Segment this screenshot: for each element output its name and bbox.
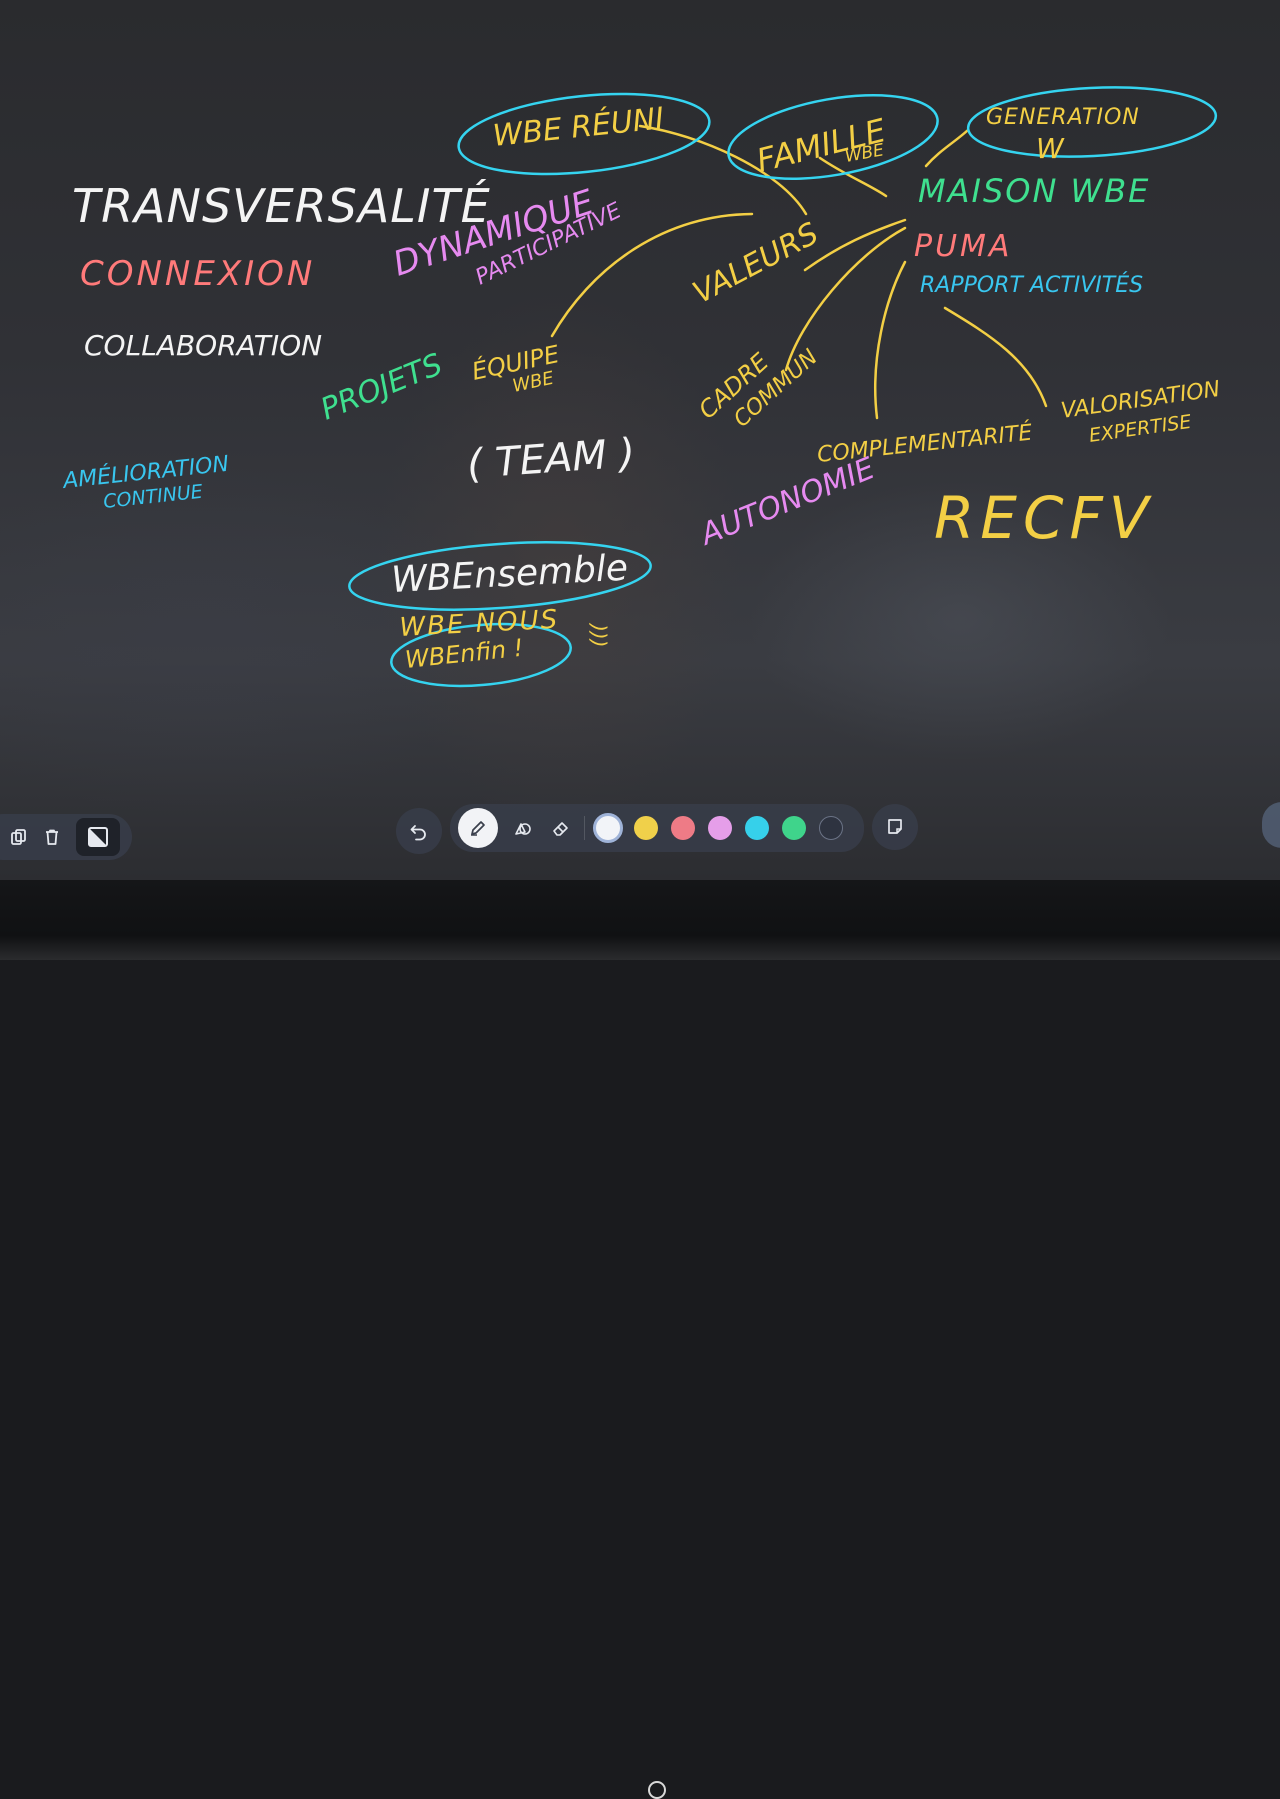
circle-famille (727, 94, 939, 180)
shapes-icon[interactable]: Shapes (504, 810, 542, 846)
connector-complementarite (874, 260, 907, 420)
pen-toolbar: Pen Shapes Eraser (450, 804, 864, 852)
eraser-icon[interactable]: Eraser (542, 810, 580, 846)
screen-bezel (0, 880, 1280, 1799)
color-swatch-green[interactable] (781, 816, 806, 840)
note-generation: GENERATION (986, 105, 1140, 130)
connector-valeurs (803, 218, 907, 272)
note-valeurs: VALEURS (687, 216, 824, 311)
connector-cadre (784, 226, 907, 372)
circle-generation (966, 86, 1218, 158)
note-puma: PUMA (914, 229, 1012, 264)
right-toolbar-edge[interactable] (1262, 802, 1280, 848)
circle-wbe-reuni (457, 92, 711, 176)
undo-toolbar (396, 808, 442, 854)
color-swatch-red[interactable] (670, 816, 695, 840)
note-generation-w: W (1036, 132, 1065, 165)
undo-icon[interactable] (401, 813, 437, 849)
note-smiley: ))) (587, 622, 611, 647)
note-maison-wbe: MAISON WBE (918, 172, 1150, 210)
sticky-toolbar (872, 804, 918, 850)
note-connexion: CONNEXION (80, 254, 315, 294)
note-autonomie: AUTONOMIE (694, 451, 880, 553)
connector-valorisation (943, 306, 1048, 408)
home-button-icon[interactable] (648, 1781, 666, 1799)
copy-pages-icon[interactable]: Pages (4, 819, 34, 855)
color-swatch-cyan[interactable] (744, 816, 769, 840)
handwritten-notes: TRANSVERSALITÉ CONNEXION COLLABORATION A… (60, 100, 1222, 674)
note-projets: PROJETS (316, 347, 448, 427)
note-team: ( TEAM ) (465, 430, 636, 488)
pen-icon[interactable]: Pen (458, 808, 498, 848)
connector-generation (924, 128, 970, 168)
connector-famille (818, 156, 888, 198)
note-collaboration: COLLABORATION (84, 329, 322, 362)
left-toolbar: Pages Delete Background (0, 814, 132, 860)
toolbar-divider (584, 816, 585, 840)
note-rapport: RAPPORT ACTIVITÉS (920, 272, 1143, 298)
background-contrast-icon[interactable]: Background (76, 818, 120, 856)
connector-wbe-reuni (638, 124, 808, 216)
note-recfv: RECFV (934, 484, 1154, 552)
color-swatch-dark[interactable] (818, 816, 843, 840)
color-palette (589, 813, 849, 843)
color-swatch-white[interactable] (593, 813, 623, 843)
whiteboard-canvas[interactable] (0, 0, 1280, 880)
highlight-circles (348, 86, 1218, 688)
circle-wbensemble (348, 541, 652, 611)
circle-wbenfin (390, 622, 572, 688)
note-transversalite: TRANSVERSALITÉ (72, 179, 491, 233)
trash-icon[interactable]: Delete (34, 819, 70, 855)
color-swatch-yellow[interactable] (633, 816, 658, 840)
connector-equipe-dynamique (550, 212, 754, 338)
ink-layer: TRANSVERSALITÉ CONNEXION COLLABORATION A… (60, 86, 1222, 688)
mindmap-connectors (550, 124, 1048, 420)
color-swatch-pink[interactable] (707, 816, 732, 840)
sticky-note-icon[interactable] (877, 809, 913, 845)
note-wbensemble: WBEnsemble (390, 548, 629, 601)
